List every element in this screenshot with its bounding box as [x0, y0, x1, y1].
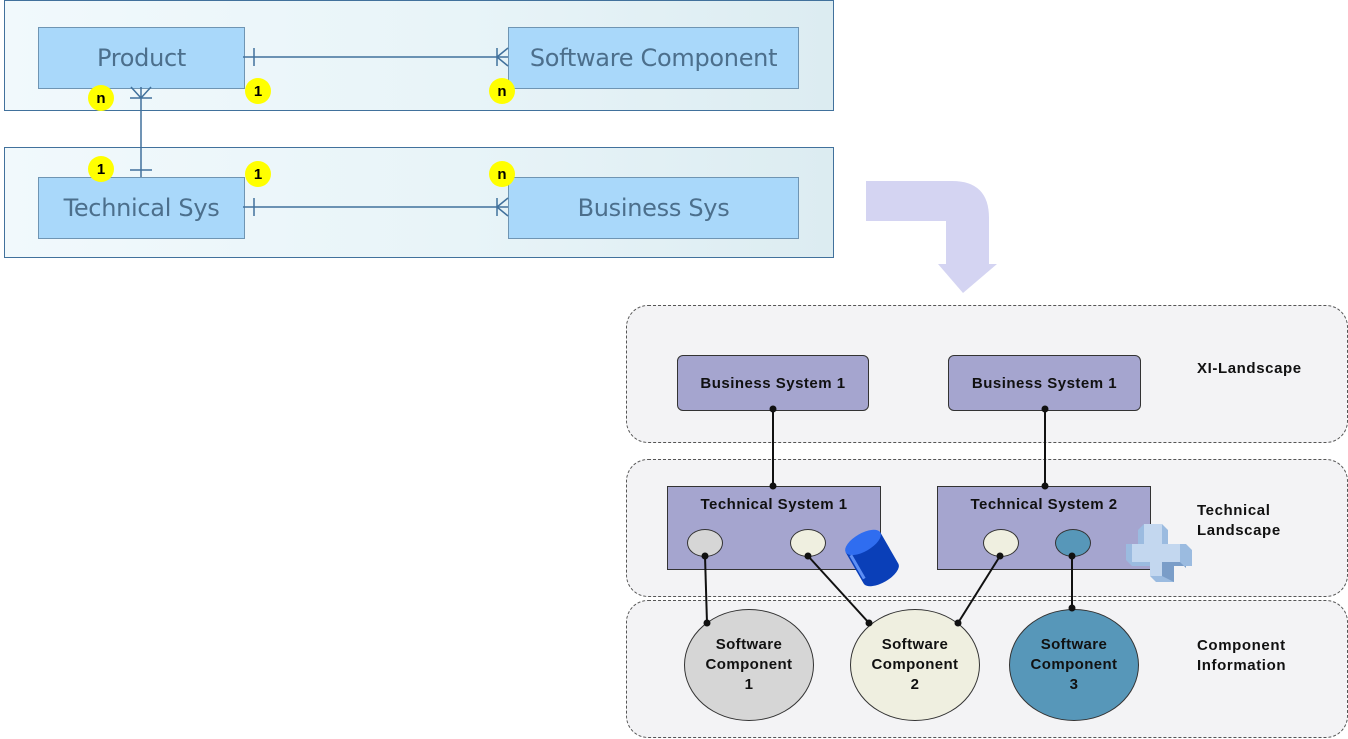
component-3-line2: Component — [1030, 656, 1118, 673]
entity-technical-sys-label: Technical Sys — [63, 194, 220, 222]
zone-label-xi: XI-Landscape — [1197, 359, 1302, 379]
software-component-3: Software Component 3 — [1009, 609, 1139, 721]
connector-dot — [769, 482, 777, 490]
component-1-line1: Software — [715, 636, 783, 653]
component-3-line1: Software — [1040, 636, 1108, 653]
entity-software-component: Software Component — [508, 27, 799, 89]
cardinality-text: n — [497, 82, 507, 100]
component-1-line3: 1 — [744, 676, 754, 693]
entity-software-component-label: Software Component — [529, 44, 778, 72]
component-2-line2: Component — [871, 656, 959, 673]
connector-dot — [954, 619, 962, 627]
many-mark-foot-bus-b — [496, 206, 509, 217]
connector-dot — [1041, 482, 1049, 490]
cardinality-swc-left: n — [489, 78, 515, 104]
many-mark-foot-product-b — [140, 86, 152, 99]
cardinality-product-down: n — [88, 85, 114, 111]
business-system-box-2: Business System 1 — [948, 355, 1141, 411]
technical-system-label-1: Technical System 1 — [700, 496, 848, 513]
zone-label-component-line2: Information — [1197, 657, 1287, 674]
connector-port-swc2-b — [957, 555, 1001, 624]
business-system-label-2: Business System 1 — [971, 374, 1118, 392]
software-component-2: Software Component 2 — [850, 609, 980, 721]
cardinality-text: 1 — [96, 160, 106, 178]
component-1-line2: Component — [705, 656, 793, 673]
many-mark-foot-swc-a — [496, 47, 509, 58]
entity-technical-sys: Technical Sys — [38, 177, 245, 239]
connector-dot — [804, 552, 812, 560]
port-ts2-b — [1055, 529, 1091, 557]
connector-dot — [1068, 552, 1076, 560]
technical-system-box-2: Technical System 2 — [937, 486, 1151, 570]
technical-system-label-2: Technical System 2 — [970, 496, 1118, 513]
software-component-1: Software Component 1 — [684, 609, 814, 721]
many-mark-foot-bus-a — [496, 197, 509, 208]
many-mark-foot-product-a — [130, 86, 142, 99]
connector-dot — [996, 552, 1004, 560]
connector-dot — [703, 619, 711, 627]
cardinality-bus-left: n — [489, 161, 515, 187]
cardinality-tech-right: 1 — [245, 161, 271, 187]
business-system-box-1: Business System 1 — [677, 355, 869, 411]
entity-business-sys: Business Sys — [508, 177, 799, 239]
cardinality-product-right: 1 — [245, 78, 271, 104]
component-2-line1: Software — [881, 636, 949, 653]
cardinality-tech-up: 1 — [88, 156, 114, 182]
connector-dot — [769, 405, 777, 413]
connector-dot — [701, 552, 709, 560]
cardinality-text: 1 — [253, 82, 263, 100]
entity-business-sys-label: Business Sys — [577, 194, 730, 222]
business-system-label-1: Business System 1 — [700, 374, 846, 392]
zone-label-technical-line2: Landscape — [1197, 522, 1281, 539]
connector-port-swc2-a — [807, 555, 870, 624]
zone-label-component-line1: Component — [1197, 637, 1286, 654]
entity-product-label: Product — [96, 44, 187, 72]
component-3-line3: 3 — [1069, 676, 1079, 693]
port-ts1-b — [790, 529, 826, 557]
connector-dot — [1068, 604, 1076, 612]
cardinality-text: n — [497, 165, 507, 183]
component-2-line3: 2 — [910, 676, 920, 693]
zone-label-technical-line1: Technical — [1197, 502, 1271, 519]
cardinality-text: 1 — [253, 165, 263, 183]
zone-label-xi-text: XI-Landscape — [1197, 360, 1302, 377]
connector-port-swc1 — [704, 555, 708, 624]
port-ts2-a — [983, 529, 1019, 557]
cardinality-text: n — [96, 89, 106, 107]
many-mark-foot-swc-b — [496, 56, 509, 67]
connector-dot — [865, 619, 873, 627]
connector-dot — [1041, 405, 1049, 413]
